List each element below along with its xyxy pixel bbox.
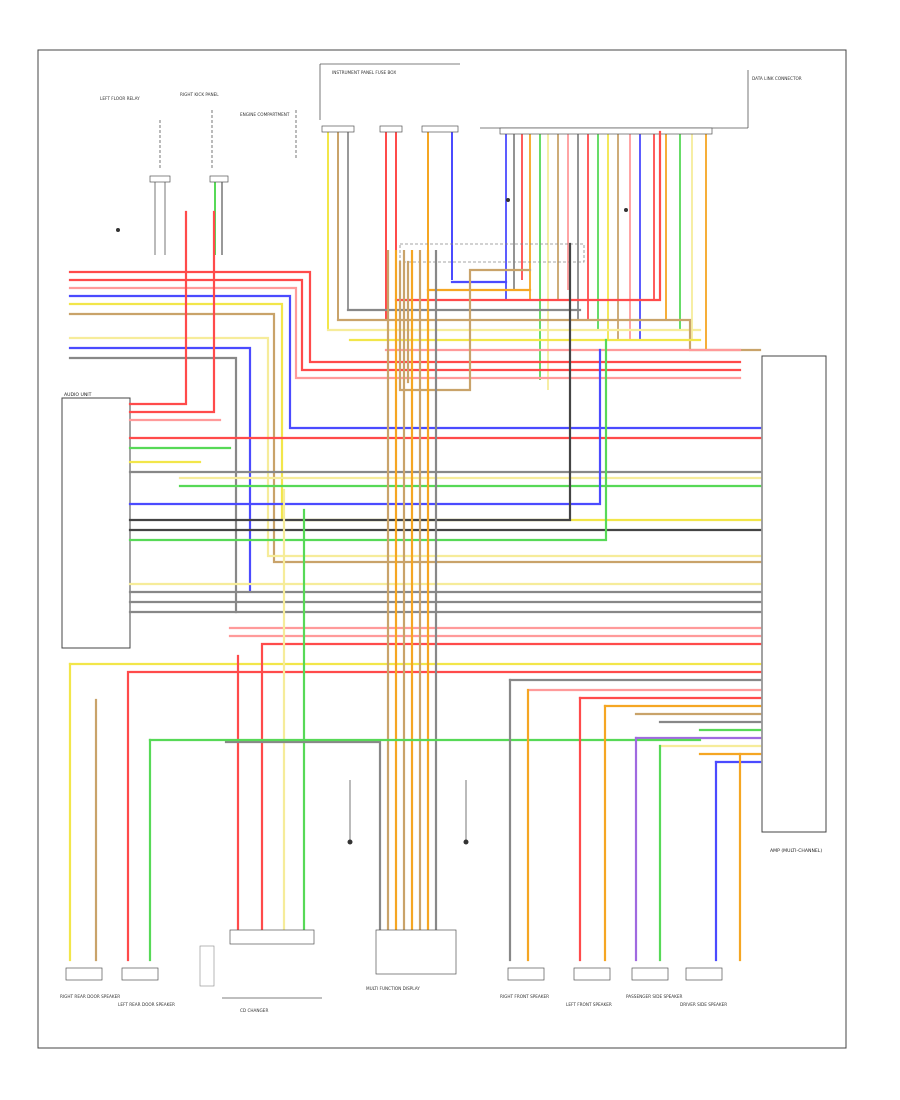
audio-unit-wires — [68, 210, 762, 674]
upper-harness — [68, 270, 762, 614]
central-bundle — [386, 250, 438, 930]
right-speaker-wires — [508, 678, 742, 962]
speaker-label-s4: MULTI FUNCTION DISPLAY — [366, 986, 420, 991]
audio-unit-box — [61, 397, 131, 649]
component-label-c1: LEFT FLOOR RELAY — [100, 96, 140, 101]
amp-box — [761, 355, 827, 833]
left-speaker-wires — [68, 662, 702, 962]
component-label-c4: INSTRUMENT PANEL FUSE BOX — [332, 70, 396, 75]
speaker-label-s7: PASSENGER SIDE SPEAKER — [626, 994, 683, 999]
speaker-label-s2: LEFT REAR DOOR SPEAKER — [118, 1002, 175, 1007]
speaker-label-s8: DRIVER SIDE SPEAKER — [680, 1002, 727, 1007]
fuse-box-wires — [321, 125, 459, 330]
speaker-label-s5: RIGHT FRONT SPEAKER — [500, 994, 549, 999]
cd-changer-wires — [236, 488, 306, 932]
amp-lower-wires — [508, 678, 762, 764]
dlc-wires — [499, 127, 713, 390]
speaker-label-s3: CD CHANGER — [240, 1008, 268, 1013]
diagram-frame — [37, 49, 847, 1049]
center-loop — [398, 243, 585, 392]
top-left-stubs — [149, 175, 229, 255]
top-bus-lines — [326, 130, 762, 352]
bottom-speaker-blocks — [65, 929, 723, 999]
ground-symbols — [116, 198, 628, 845]
audio-unit-label: AUDIO UNIT — [64, 392, 92, 398]
amp-label: AMP (MULTI-CHANNEL) — [770, 848, 822, 854]
component-label-c3: ENGINE COMPARTMENT — [240, 112, 290, 117]
speaker-label-s1: RIGHT REAR DOOR SPEAKER — [60, 994, 120, 999]
speaker-label-s6: LEFT FRONT SPEAKER — [566, 1002, 612, 1007]
component-label-c2: RIGHT KICK PANEL — [180, 92, 219, 97]
component-label-c5: DATA LINK CONNECTOR — [752, 76, 802, 81]
